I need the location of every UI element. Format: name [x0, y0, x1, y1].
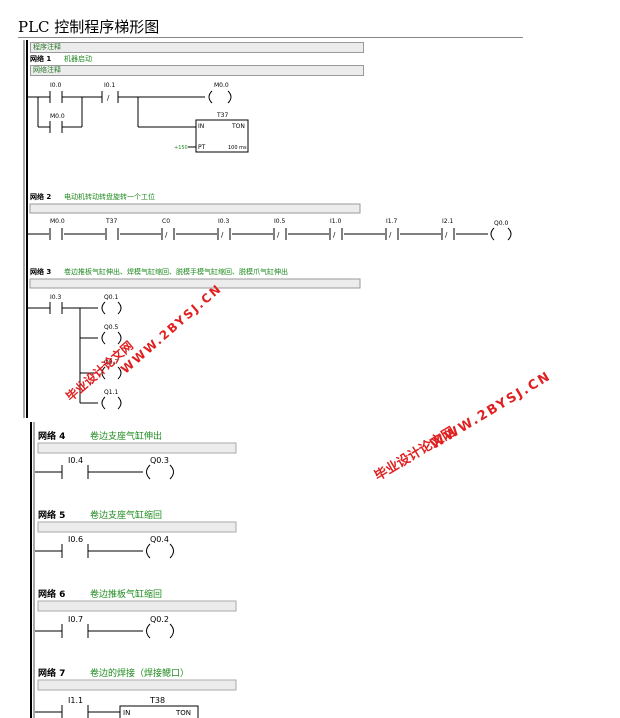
network-7-rung: I1.1 T38 IN TON	[35, 696, 199, 718]
coil-Q0.3[interactable]: Q0.3	[150, 456, 169, 465]
timer-in-label: IN	[198, 123, 204, 130]
contact-M0.0[interactable]: M0.0	[50, 113, 65, 120]
coil-Q1.1[interactable]: Q1.1	[80, 389, 122, 410]
network-1-comment-bar[interactable]: 网络注释	[30, 65, 364, 76]
network-4-desc: 卷边支座气缸伸出	[90, 430, 162, 442]
network-5-rung: I0.6 Q0.4	[35, 535, 174, 559]
contact-T37[interactable]: T37	[105, 218, 120, 241]
svg-text:I2.1: I2.1	[442, 218, 453, 225]
page-title: PLC 控制程序梯形图	[18, 18, 160, 36]
coil-M0.0[interactable]: M0.0	[214, 82, 229, 89]
svg-text:I1.0: I1.0	[330, 218, 341, 225]
network-3-comment-bar[interactable]	[29, 278, 361, 289]
timer-pt-label: PT	[198, 144, 206, 151]
svg-text:/: /	[277, 231, 280, 239]
svg-text:M0.0: M0.0	[50, 218, 65, 225]
network-1-label: 网络 1	[30, 55, 52, 63]
svg-text:/: /	[221, 231, 224, 239]
coil-Q0.7[interactable]: Q0.7	[80, 359, 122, 380]
network-4-comment-bar[interactable]	[37, 442, 237, 454]
network-2-rung: M0.0 T37 / C0 / I0.3 / I0.5 / I1.0 / I1.7 / I2.1 Q0.0	[28, 218, 512, 241]
svg-text:I0.5: I0.5	[274, 218, 285, 225]
timer-T38[interactable]: T38	[149, 696, 165, 705]
title-divider	[18, 37, 523, 38]
network-5-comment-bar[interactable]	[37, 521, 237, 533]
timer2-ton-label: TON	[175, 709, 191, 717]
timer-ms-label: 100 ms	[228, 145, 247, 151]
contact-I1.7[interactable]: / I1.7	[385, 218, 400, 241]
network-5-label: 网络 5	[38, 509, 65, 521]
svg-text:/: /	[165, 231, 168, 239]
svg-text:/: /	[107, 94, 110, 102]
network-6-label: 网络 6	[38, 588, 65, 600]
contact-I0.3[interactable]: / I0.3	[217, 218, 232, 241]
ladder-upper: I0.0 / I0.1 M0.0 M0.0 T37 IN TON PT 100 …	[23, 40, 512, 418]
timer2-in-label: IN	[123, 709, 130, 717]
svg-text:T37: T37	[105, 218, 117, 225]
contact-C0[interactable]: / C0	[161, 218, 176, 241]
timer-preset[interactable]: +150	[174, 145, 188, 151]
network-2-label: 网络 2	[30, 192, 51, 201]
contact-I0.1[interactable]: I0.1	[104, 82, 115, 89]
network-2-comment-bar[interactable]	[29, 203, 361, 214]
contact-I0.5[interactable]: / I0.5	[273, 218, 288, 241]
timer-ton-label: TON	[231, 123, 245, 130]
svg-text:I0.3: I0.3	[218, 218, 229, 225]
contact-I1.0[interactable]: / I1.0	[329, 218, 344, 241]
svg-text:/: /	[333, 231, 336, 239]
network-5-desc: 卷边支座气缸缩回	[90, 509, 162, 521]
network-6-rung: I0.7 Q0.2	[35, 615, 174, 639]
network-6-desc: 卷边推板气缸缩回	[90, 588, 162, 600]
ladder-lower: 网络 4 卷边支座气缸伸出 I0.4 Q0.3 网络 5 卷边支座气缸缩回 I0…	[30, 422, 237, 718]
network-7-comment-bar[interactable]	[37, 679, 237, 691]
svg-text:/: /	[389, 231, 392, 239]
contact-I0.3[interactable]: I0.3	[50, 294, 61, 301]
network-6-comment-bar[interactable]	[37, 600, 237, 612]
svg-text:C0: C0	[162, 218, 170, 225]
svg-text:/: /	[445, 231, 448, 239]
contact-I0.7[interactable]: I0.7	[68, 615, 83, 624]
svg-text:I1.7: I1.7	[386, 218, 397, 225]
network-7-desc: 卷边的焊接（焊接鳃口）	[90, 667, 189, 679]
svg-text:Q0.1: Q0.1	[104, 294, 118, 301]
timer-T37[interactable]: T37	[216, 112, 228, 119]
contact-M0.0[interactable]: M0.0	[49, 218, 65, 241]
svg-text:Q0.5: Q0.5	[104, 324, 118, 331]
contact-I0.0[interactable]: I0.0	[50, 82, 61, 89]
network-1-desc: 机器启动	[64, 55, 92, 63]
network-7-label: 网络 7	[38, 667, 65, 679]
network-2-desc: 电动机转动转盘旋转一个工位	[64, 192, 155, 201]
contact-I0.4[interactable]: I0.4	[68, 456, 83, 465]
svg-text:Q0.7: Q0.7	[104, 359, 118, 366]
contact-I1.1[interactable]: I1.1	[68, 696, 83, 705]
coil-Q0.4[interactable]: Q0.4	[150, 535, 169, 544]
coil-Q0.0[interactable]: Q0.0	[494, 220, 508, 227]
contact-I0.6[interactable]: I0.6	[68, 535, 83, 544]
coil-Q0.1[interactable]: Q0.1	[80, 294, 122, 315]
contact-I2.1[interactable]: / I2.1	[441, 218, 456, 241]
network-3-label: 网络 3	[30, 267, 51, 276]
network-3-desc: 卷边推板气缸伸出、焊模气缸缩回、脱模手模气缸缩回、脱模爪气缸伸出	[64, 267, 288, 276]
coil-Q0.2[interactable]: Q0.2	[150, 615, 169, 624]
program-comment-bar[interactable]: 程序注释	[30, 42, 364, 53]
network-3-rung: I0.3 Q0.1Q0.5Q0.7Q1.1	[28, 294, 122, 410]
coil-Q0.5[interactable]: Q0.5	[80, 324, 122, 345]
network-1-rung: I0.0 / I0.1 M0.0 M0.0 T37 IN TON PT 100 …	[28, 82, 249, 153]
network-4-label: 网络 4	[38, 430, 65, 442]
svg-text:Q1.1: Q1.1	[104, 389, 118, 396]
network-4-rung: I0.4 Q0.3	[35, 456, 174, 480]
